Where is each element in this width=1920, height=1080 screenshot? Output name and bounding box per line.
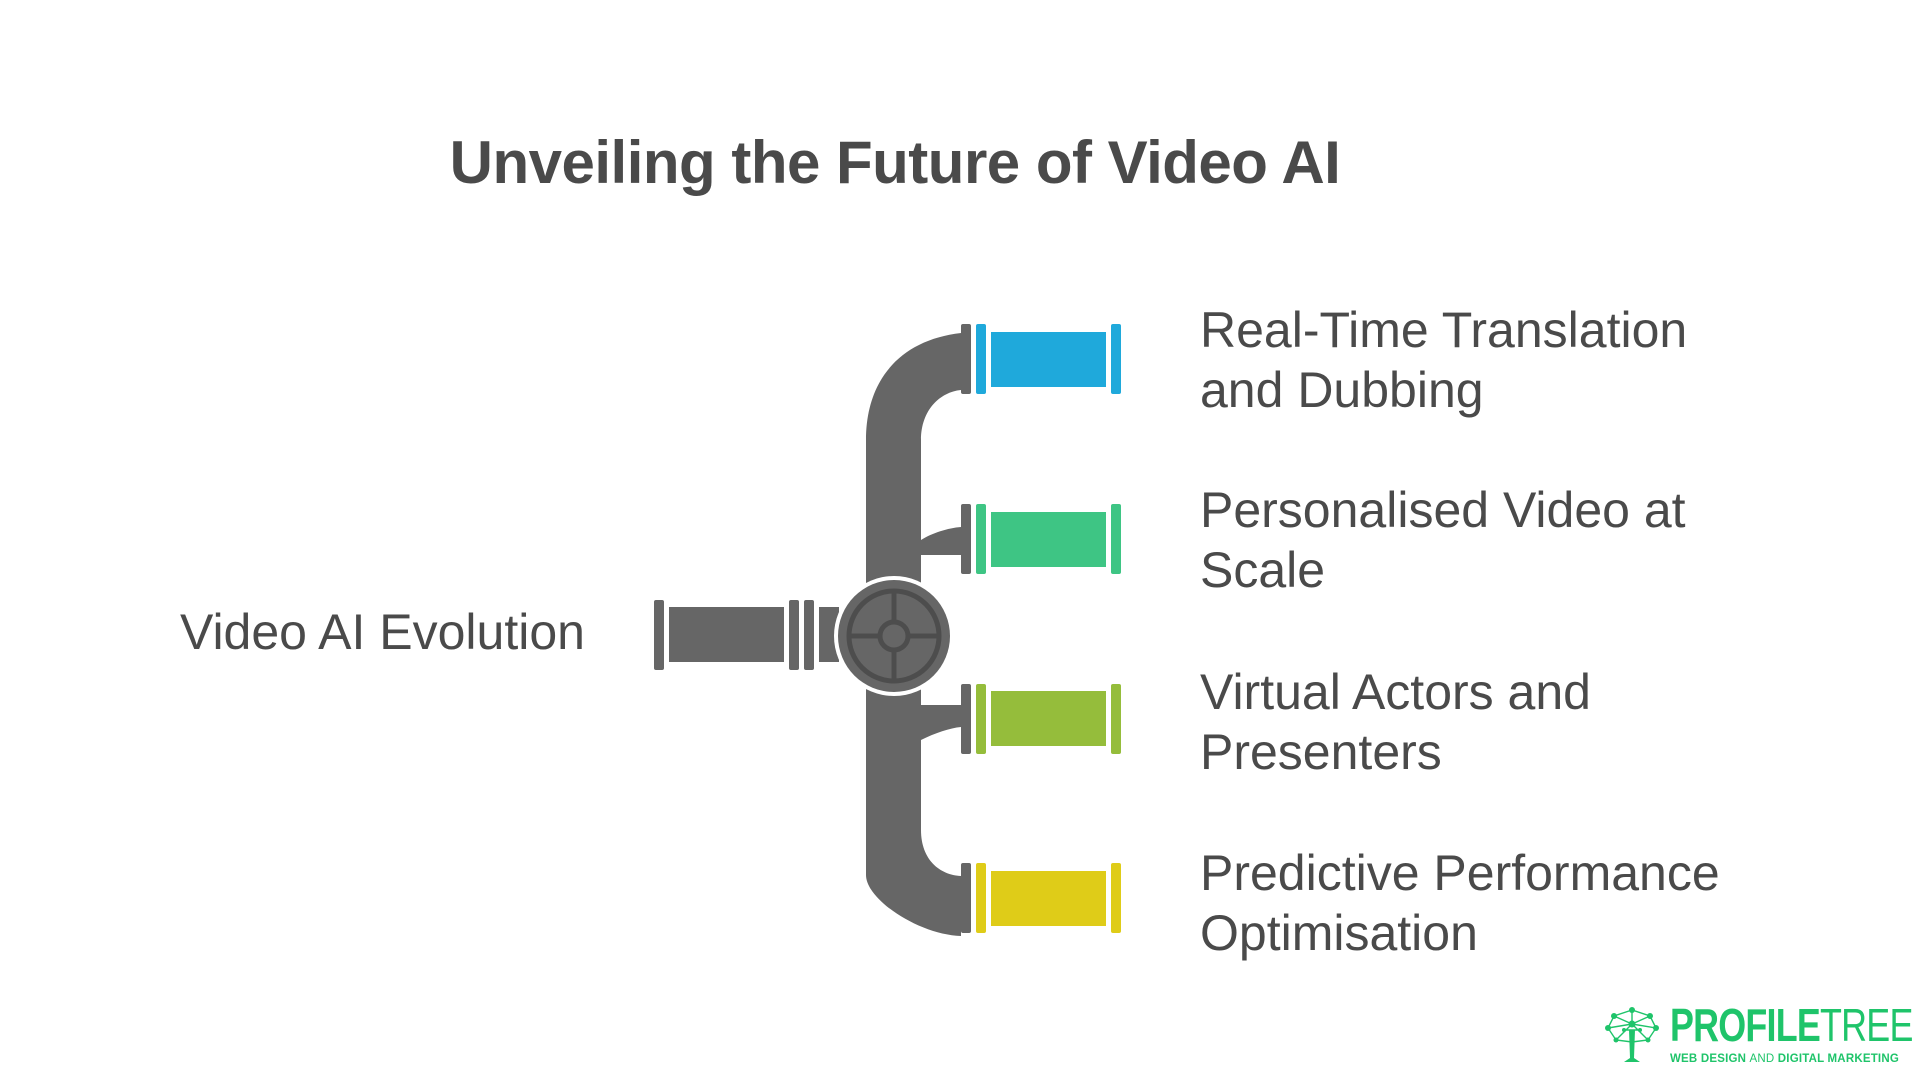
- tree-network-icon: [1605, 1007, 1659, 1062]
- branch-label-1-line1: Real-Time Translation: [1200, 302, 1688, 358]
- logo-tagline: WEB DESIGN AND DIGITAL MARKETING: [1670, 1053, 1899, 1065]
- branch-label-3: Virtual Actors and Presenters: [1200, 662, 1760, 782]
- branch-pipe-1: [961, 324, 1121, 394]
- source-label: Video AI Evolution: [180, 604, 585, 660]
- branch-label-4-line1: Predictive Performance: [1200, 845, 1720, 901]
- branch-label-2-line2: Scale: [1200, 542, 1326, 598]
- input-pipe: [654, 600, 839, 670]
- branch-pipe-2: [961, 504, 1121, 574]
- branch-label-3-line2: Presenters: [1200, 724, 1442, 780]
- branch-label-2-line1: Personalised Video at: [1200, 482, 1686, 538]
- branch-label-4-line2: Optimisation: [1200, 905, 1478, 961]
- branch-label-2: Personalised Video at Scale: [1200, 480, 1760, 600]
- branch-pipe-4: [961, 863, 1121, 933]
- branch-label-3-line1: Virtual Actors and: [1200, 664, 1591, 720]
- branch-label-1: Real-Time Translation and Dubbing: [1200, 300, 1760, 420]
- branch-pipe-3: [961, 684, 1121, 754]
- logo-wordmark: PROFILETREE: [1670, 999, 1913, 1051]
- valve-icon: [834, 576, 954, 696]
- profiletree-logo: PROFILETREE WEB DESIGN AND DIGITAL MARKE…: [1600, 999, 1913, 1070]
- branch-label-4: Predictive Performance Optimisation: [1200, 843, 1760, 963]
- branch-label-1-line2: and Dubbing: [1200, 362, 1484, 418]
- diagram-title: Unveiling the Future of Video AI: [449, 129, 1341, 196]
